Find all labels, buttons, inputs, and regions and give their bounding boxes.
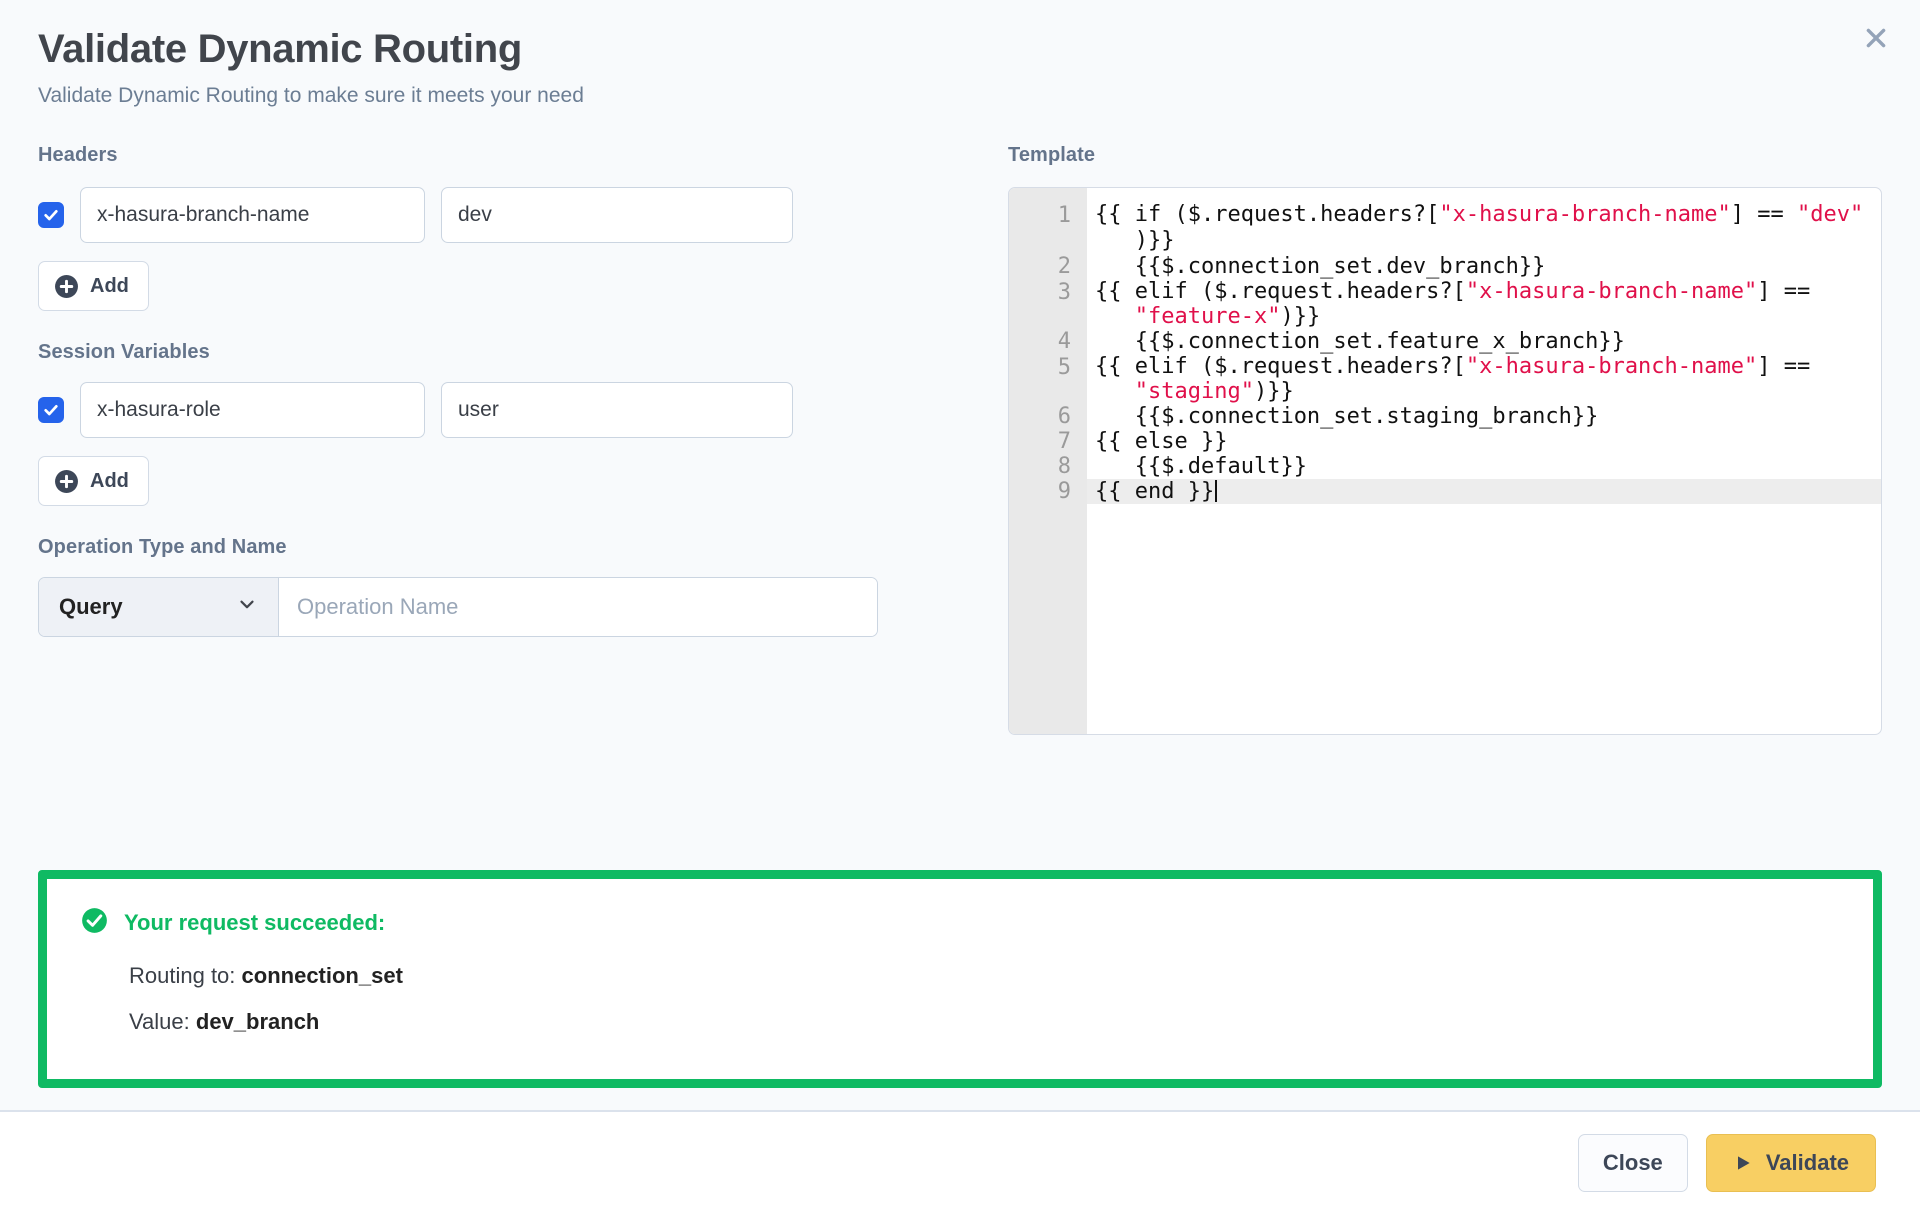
- line-number: 1: [1057, 203, 1071, 228]
- routing-value: connection_set: [241, 963, 403, 988]
- code-line-active: {{ end }}: [1087, 479, 1881, 504]
- line-number: 2: [1057, 254, 1071, 279]
- result-value-line: Value: dev_branch: [129, 1009, 1839, 1035]
- dialog-footer: Close Validate: [0, 1110, 1920, 1214]
- value-label: Value:: [129, 1009, 190, 1034]
- session-variable-row: [38, 382, 968, 438]
- operation-section-label: Operation Type and Name: [38, 536, 287, 558]
- add-session-variable-button[interactable]: Add: [38, 456, 149, 506]
- right-column: Template 1 2 3 4 5 6 7 8 9 {{ if ($.re: [968, 144, 1882, 735]
- plus-circle-icon: [54, 469, 79, 494]
- line-number: 4: [1057, 329, 1071, 354]
- session-variable-key-input[interactable]: [80, 382, 425, 438]
- template-editor[interactable]: 1 2 3 4 5 6 7 8 9 {{ if ($.request.heade…: [1008, 187, 1882, 735]
- code-line: {{ else }}: [1095, 429, 1228, 454]
- play-icon: [1733, 1153, 1753, 1173]
- operation-type-select[interactable]: Query: [39, 578, 279, 636]
- code-line: {{$.default}}: [1095, 454, 1307, 479]
- code-line: {{$.connection_set.dev_branch}}: [1095, 254, 1546, 279]
- code-line: {{ elif ($.request.headers?["x-hasura-br…: [1095, 279, 1811, 329]
- close-icon-button[interactable]: [1854, 16, 1898, 60]
- editor-code-area[interactable]: {{ if ($.request.headers?["x-hasura-bran…: [1087, 188, 1881, 734]
- code-line: {{$.connection_set.feature_x_branch}}: [1095, 329, 1625, 354]
- chevron-down-icon: [236, 593, 258, 621]
- session-variable-value-input[interactable]: [441, 382, 793, 438]
- header-row: [38, 187, 968, 243]
- left-column: Headers: [38, 144, 968, 637]
- plus-circle-icon: [54, 274, 79, 299]
- operation-name-input[interactable]: [279, 578, 877, 636]
- routing-label: Routing to:: [129, 963, 236, 988]
- line-number: 9: [1057, 479, 1071, 504]
- close-icon: [1863, 25, 1889, 51]
- line-number: 6: [1057, 404, 1071, 429]
- code-line: {{ elif ($.request.headers?["x-hasura-br…: [1095, 354, 1811, 404]
- editor-gutter: 1 2 3 4 5 6 7 8 9: [1009, 188, 1087, 734]
- check-circle-icon: [81, 907, 108, 939]
- code-line: {{ if ($.request.headers?["x-hasura-bran…: [1095, 202, 1864, 253]
- page-subtitle: Validate Dynamic Routing to make sure it…: [38, 84, 584, 107]
- text-cursor: [1215, 480, 1218, 502]
- add-header-button[interactable]: Add: [38, 261, 149, 311]
- code-line: {{$.connection_set.staging_branch}}: [1095, 404, 1599, 429]
- result-routing-line: Routing to: connection_set: [129, 963, 1839, 989]
- value-value: dev_branch: [195, 1009, 320, 1034]
- add-header-label: Add: [90, 274, 129, 297]
- header-key-input[interactable]: [80, 187, 425, 243]
- line-number: 7: [1057, 429, 1071, 454]
- line-number: 3: [1057, 280, 1071, 305]
- check-icon: [43, 207, 59, 223]
- headers-section-label: Headers: [38, 144, 118, 166]
- result-heading-row: Your request succeeded:: [81, 907, 1839, 939]
- validation-result-panel: Your request succeeded: Routing to: conn…: [38, 870, 1882, 1088]
- operation-input-group: Query: [38, 577, 878, 637]
- dialog-body: Validate Dynamic Routing Validate Dynami…: [38, 27, 1882, 735]
- content-columns: Headers: [38, 144, 1882, 735]
- line-number: 8: [1057, 454, 1071, 479]
- close-button[interactable]: Close: [1577, 1134, 1688, 1192]
- page-title: Validate Dynamic Routing: [38, 27, 523, 71]
- operation-type-value: Query: [59, 594, 123, 619]
- validate-button[interactable]: Validate: [1705, 1134, 1876, 1192]
- session-variable-enabled-checkbox[interactable]: [38, 397, 64, 423]
- header-value-input[interactable]: [441, 187, 793, 243]
- template-section-label: Template: [1008, 144, 1096, 166]
- header-enabled-checkbox[interactable]: [38, 202, 64, 228]
- line-number: 5: [1057, 355, 1071, 380]
- session-variables-section-label: Session Variables: [38, 341, 210, 363]
- validate-button-label: Validate: [1765, 1150, 1849, 1175]
- add-session-variable-label: Add: [90, 469, 129, 492]
- check-icon: [43, 402, 59, 418]
- result-heading: Your request succeeded:: [124, 910, 386, 935]
